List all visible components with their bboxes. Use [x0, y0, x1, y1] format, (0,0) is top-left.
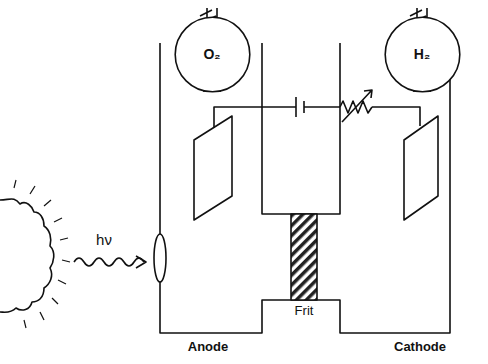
sun [0, 199, 54, 312]
battery-short-plate [303, 101, 305, 113]
gas-bulb: O₂ [174, 16, 251, 93]
arrow-head [136, 256, 146, 268]
gas-bulb: H₂ [384, 16, 461, 93]
frit [291, 214, 317, 300]
frit-label: Frit [293, 304, 316, 318]
lens-window [154, 234, 166, 282]
electrode-label: Cathode [392, 340, 448, 354]
gas-label: H₂ [384, 16, 461, 93]
vessel-inner [262, 43, 340, 214]
sun-rays [14, 180, 70, 328]
resistor-arrow [342, 90, 372, 122]
anode-electrode [194, 116, 232, 220]
circuit-wire [214, 107, 420, 128]
gas-label: O₂ [174, 16, 251, 93]
battery-long-plate [295, 97, 297, 117]
electrode-label: Anode [186, 340, 230, 354]
photon-label: hν [94, 232, 114, 249]
cathode-electrode [404, 116, 438, 220]
photon-arrow [74, 258, 144, 266]
